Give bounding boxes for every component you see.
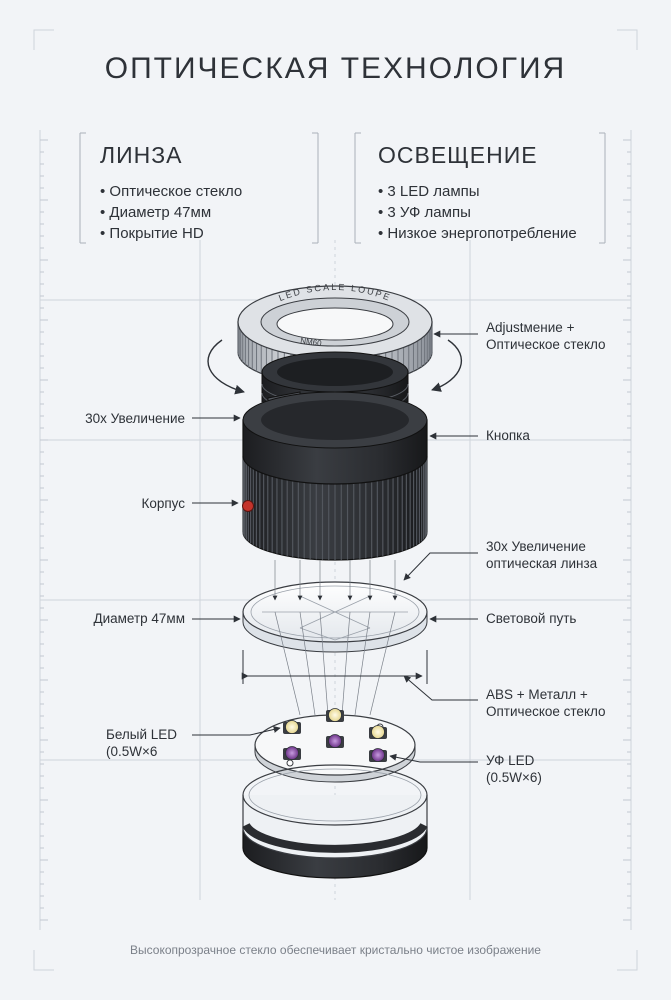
callout-light-path: Световой путь bbox=[486, 611, 577, 626]
callout-uv-led: УФ LED (0.5W×6) bbox=[486, 752, 542, 786]
white-led bbox=[369, 725, 387, 739]
callout-lens-line2: оптическая линза bbox=[486, 556, 598, 571]
callout-material: ABS + Металл + Оптическое стекло bbox=[486, 686, 606, 720]
callout-adjustment-line2: Оптическое стекло bbox=[486, 337, 606, 352]
uv-led bbox=[326, 734, 344, 748]
lens-panel: ЛИНЗА Оптическое стекло Диаметр 47мм Пок… bbox=[100, 142, 242, 244]
glass-lens bbox=[242, 581, 428, 653]
callout-material-line1: ABS + Металл + bbox=[486, 687, 588, 702]
lens-spec-item: Диаметр 47мм bbox=[100, 202, 242, 223]
white-led bbox=[326, 708, 344, 722]
rotate-arrow-icon bbox=[207, 339, 463, 395]
callout-lens: 30x Увеличение оптическая линза bbox=[486, 538, 597, 572]
callout-arrow-icon bbox=[192, 330, 478, 763]
lighting-panel: ОСВЕЩЕНИЕ 3 LED лампы 3 УФ лампы Низкое … bbox=[378, 142, 577, 244]
callout-adjustment-line1: Adjustмение + bbox=[486, 320, 575, 335]
callout-diameter: Диаметр 47мм bbox=[93, 611, 185, 626]
lighting-spec-item: 3 LED лампы bbox=[378, 181, 577, 202]
callout-adjustment: Adjustмение + Оптическое стекло bbox=[486, 319, 606, 353]
led-board bbox=[254, 708, 416, 783]
footer-caption: Высокопрозрачное стекло обеспечивает кри… bbox=[130, 943, 541, 957]
callout-button: Кнопка bbox=[486, 428, 530, 443]
page-title: ОПТИЧЕСКАЯ ТЕХНОЛОГИЯ bbox=[104, 52, 567, 85]
callout-white-led-line2: (0.5W×6 bbox=[106, 744, 158, 759]
callout-magnification: 30x Увеличение bbox=[85, 411, 185, 426]
callout-material-line2: Оптическое стекло bbox=[486, 704, 606, 719]
callout-body: Корпус bbox=[141, 496, 185, 511]
callout-uv-led-line1: УФ LED bbox=[486, 753, 535, 768]
lens-spec-item: Оптическое стекло bbox=[100, 181, 242, 202]
lighting-spec-item: Низкое энергопотребление bbox=[378, 223, 576, 244]
callout-uv-led-line2: (0.5W×6) bbox=[486, 770, 542, 785]
panel-brackets bbox=[79, 132, 606, 244]
lens-panel-heading: ЛИНЗА bbox=[100, 142, 183, 168]
callout-white-led-line1: Белый LED bbox=[106, 727, 178, 742]
uv-led bbox=[369, 748, 387, 762]
loupe-body bbox=[242, 391, 428, 561]
callout-white-led: Белый LED (0.5W×6 bbox=[106, 726, 177, 760]
lighting-spec-item: 3 УФ лампы bbox=[378, 202, 577, 223]
uv-led bbox=[283, 746, 301, 760]
red-button-icon bbox=[242, 500, 254, 512]
lighting-panel-heading: ОСВЕЩЕНИЕ bbox=[378, 142, 538, 168]
diameter-dimension bbox=[241, 650, 428, 684]
callout-lens-line1: 30x Увеличение bbox=[486, 539, 586, 554]
base-ring bbox=[242, 764, 428, 879]
lens-spec-item: Покрытие HD bbox=[100, 223, 242, 244]
ruler-ticks bbox=[40, 139, 631, 921]
ring-engraving-bottom: NM60 bbox=[300, 336, 323, 348]
light-path-lines bbox=[272, 560, 398, 716]
white-led bbox=[283, 720, 301, 734]
